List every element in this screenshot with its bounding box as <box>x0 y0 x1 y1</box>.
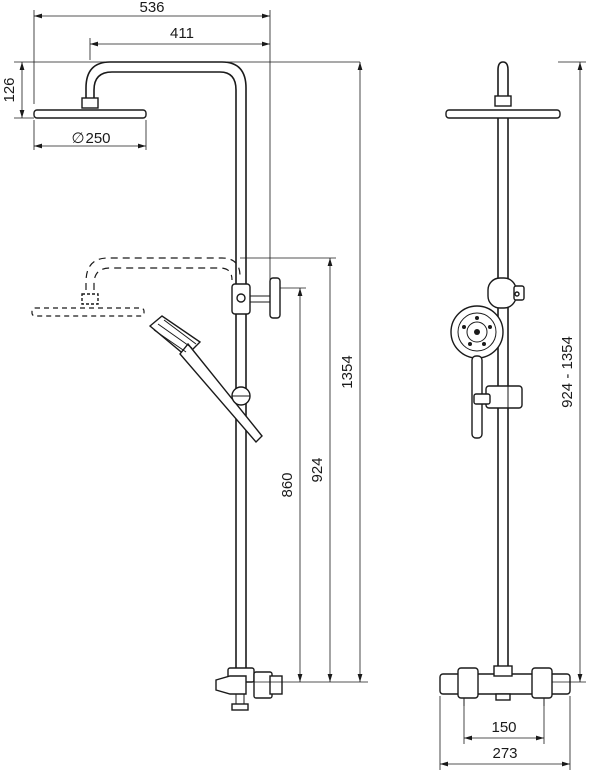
dim-max-height-label: 1354 <box>339 355 356 388</box>
front-height-collar <box>487 277 525 309</box>
dim-inlet-spacing-label: 150 <box>491 719 516 736</box>
shower-arm-lower-position <box>81 257 241 305</box>
dim-max-height: 1354 <box>254 62 368 683</box>
thermostatic-mixer-side <box>215 667 283 711</box>
dim-arm-length: 411 <box>89 25 270 60</box>
front-view: 924 - 1354 150 273 <box>439 61 586 770</box>
dim-arm-length-label: 411 <box>170 25 194 42</box>
shower-arm-upper <box>81 61 247 300</box>
diameter-symbol: ∅ <box>71 130 84 147</box>
front-shower-arm <box>494 61 512 107</box>
height-adjust-collar <box>231 277 281 319</box>
front-rain-shower-head <box>445 109 561 119</box>
rain-shower-head-lower <box>31 307 145 317</box>
riser-pipe <box>235 300 247 668</box>
dim-mixer-width-label: 273 <box>492 745 517 762</box>
dim-height-range-label: 924 - 1354 <box>559 336 576 408</box>
dim-head-height: 126 <box>1 61 360 119</box>
hand-shower <box>148 315 263 444</box>
dim-holder-height-label: 860 <box>279 472 296 497</box>
dim-lower-height: 924 <box>240 257 336 682</box>
rain-shower-head-upper <box>33 109 147 119</box>
side-view: 536 411 126 ∅ 250 1354 <box>1 0 368 711</box>
dim-head-diameter-label: 250 <box>85 130 110 147</box>
dim-head-diameter: ∅ 250 <box>33 120 147 150</box>
dim-head-height-label: 126 <box>1 77 18 102</box>
dim-holder-height: 860 <box>279 287 306 682</box>
front-hand-shower-slider <box>473 385 523 409</box>
dim-height-range: 924 - 1354 <box>552 61 586 683</box>
dim-mixer-width: 273 <box>439 696 571 770</box>
hand-shower-slider <box>231 386 251 406</box>
thermostatic-mixer-front <box>439 665 571 706</box>
dim-inlet-spacing: 150 <box>463 706 545 744</box>
dim-total-width-label: 536 <box>139 0 164 16</box>
dim-total-width: 536 <box>33 0 271 280</box>
front-hand-shower-head <box>450 305 504 359</box>
dim-lower-height-label: 924 <box>309 457 326 482</box>
